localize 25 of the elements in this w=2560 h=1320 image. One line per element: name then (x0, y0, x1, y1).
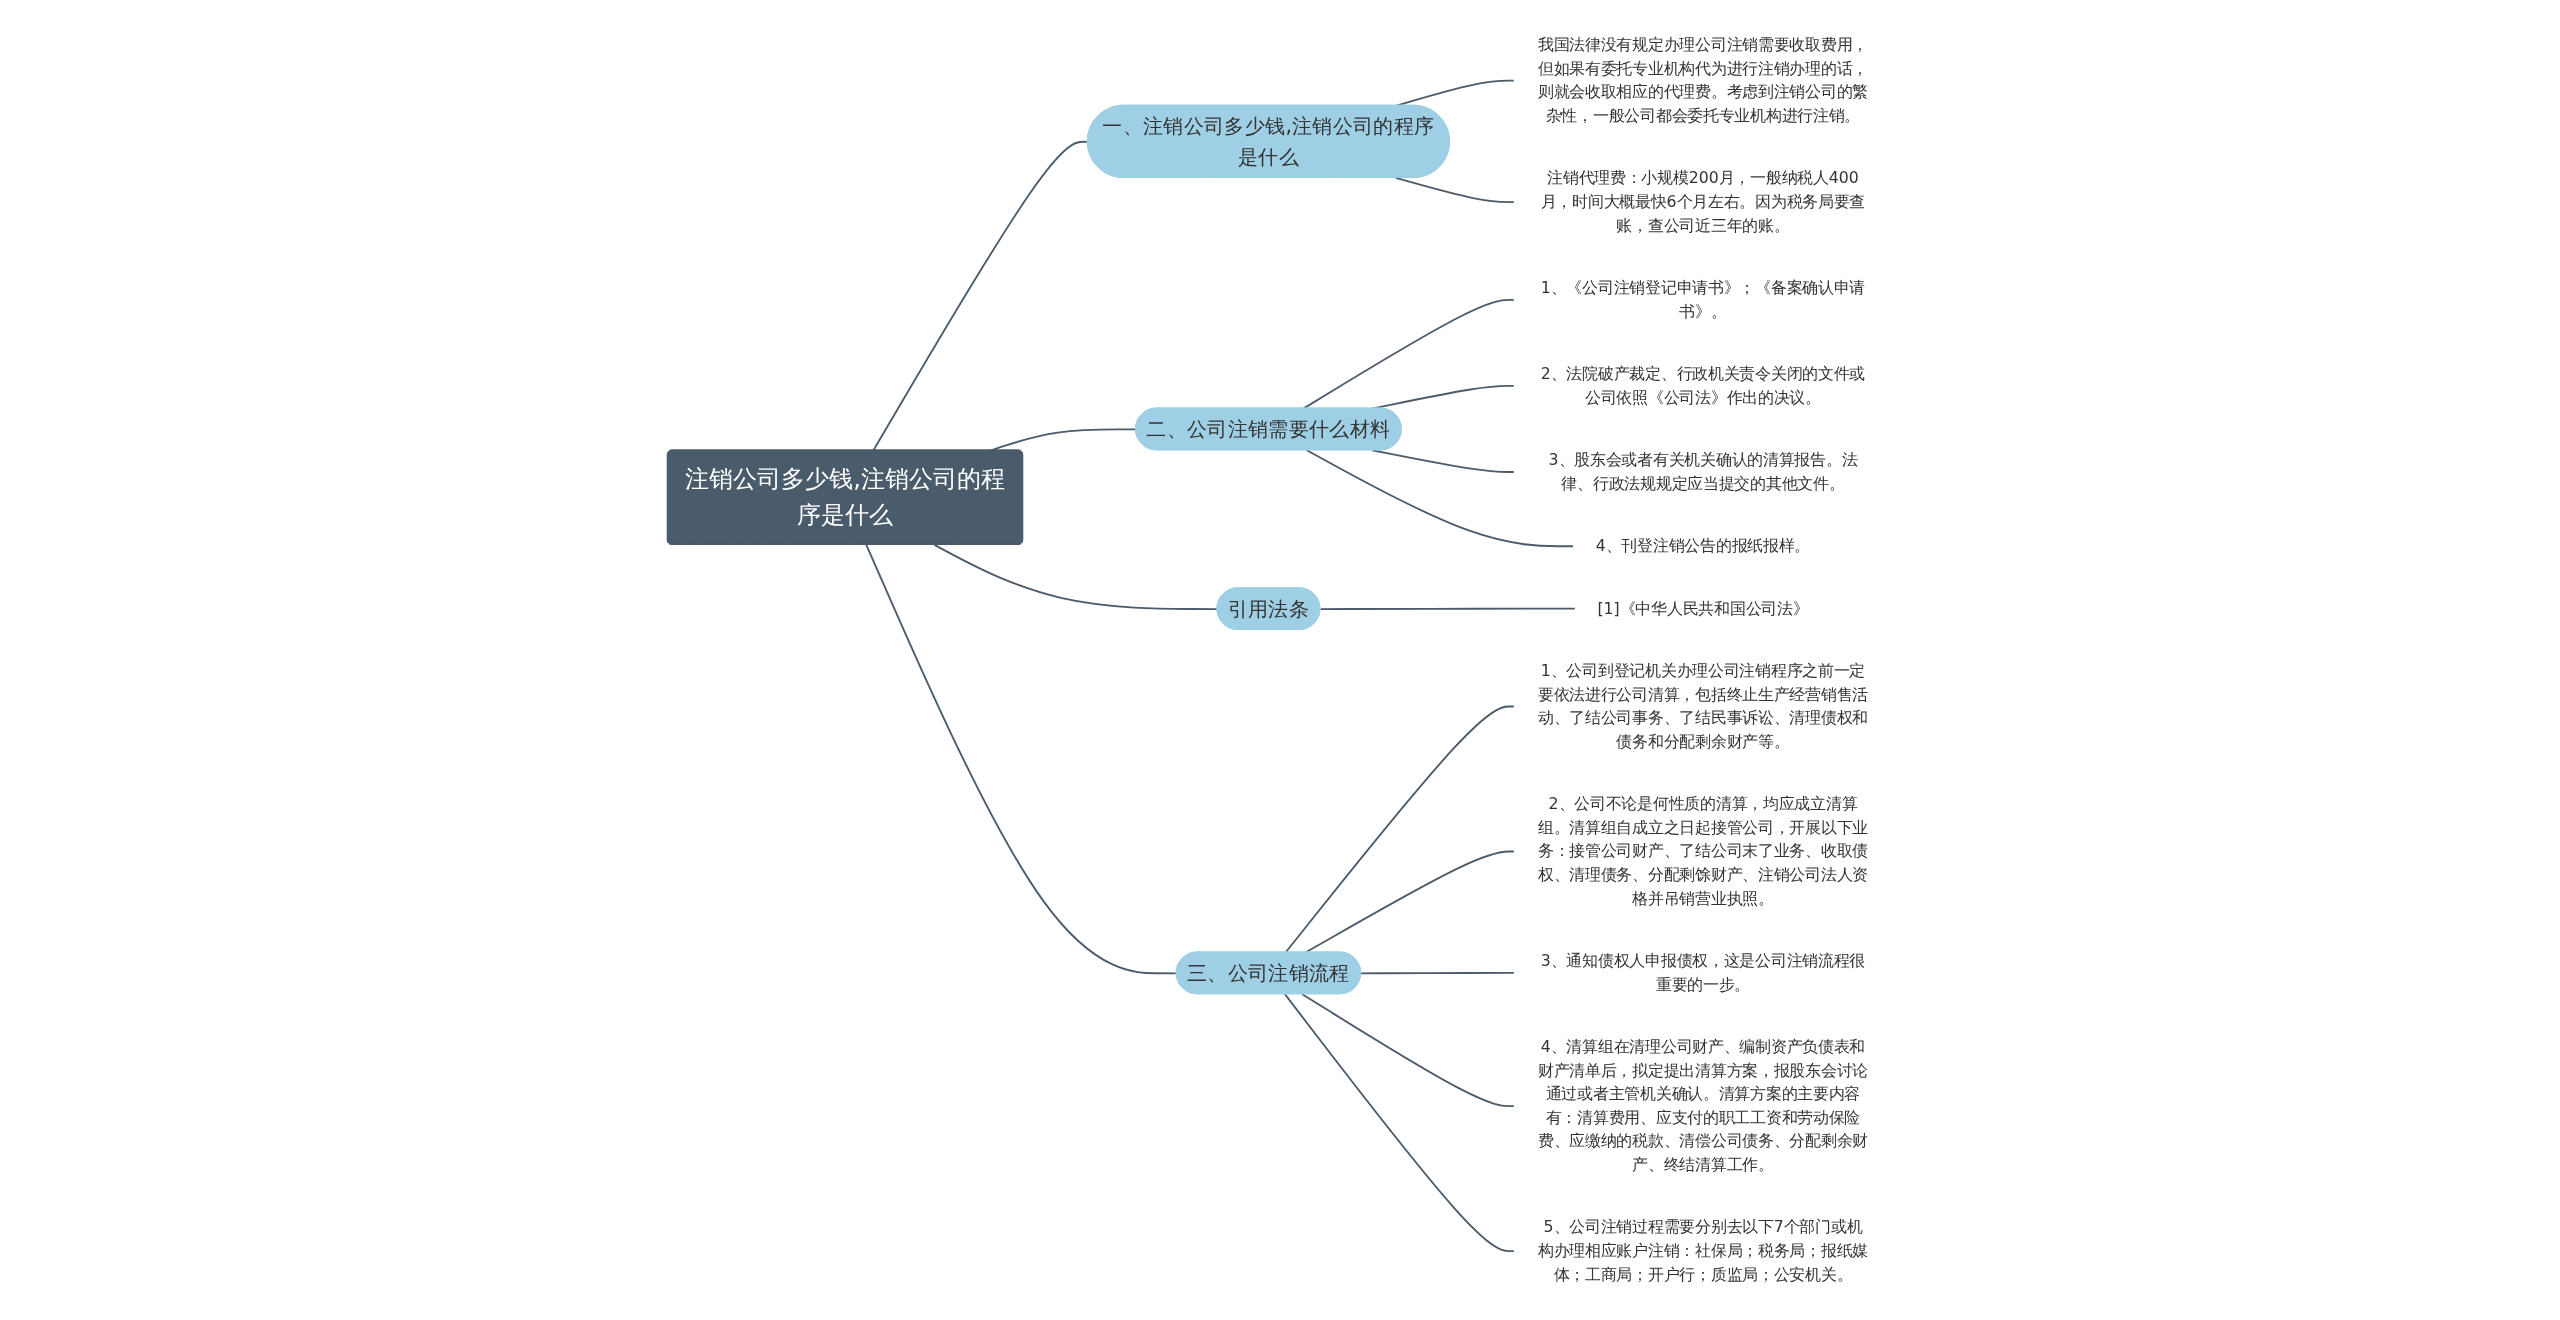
connector (1301, 993, 1516, 1108)
node-text: 3、通知债权人申报债权，这是公司注销流程很重要的一步。 (1541, 951, 1866, 994)
node-text: 5、公司注销过程需要分别去以下7个部门或机构办理相应账户注销：社保局；税务局；报纸媒体；工商局；开户行；质监局；公安机关。 (1538, 1217, 1869, 1284)
node-text: 2、法院破产裁定、行政机关责令关闭的文件或公司依照《公司法》作出的决议。 (1541, 364, 1866, 407)
connector (1395, 177, 1516, 203)
node-text: 3、股东会或者有关机关确认的清算报告。法律、行政法规规定应当提交的其他文件。 (1549, 450, 1858, 493)
node-text: 4、刊登注销公告的报纸报样。 (1596, 536, 1811, 555)
connector (1319, 607, 1577, 611)
node-text: 2、公司不论是何性质的清算，均应成立清算组。清算组自成立之日起接管公司，开展以下业务：接管公司财产、了结公司末了业务、收取债权、清理债务、分配剩馀财产、注销公司法人资格并吊销营业执照。 (1538, 794, 1869, 908)
node-text: 我国法律没有规定办理公司注销需要收取费用，但如果有委托专业机构代为进行注销办理的话，则就会收取相应的代理费。考虑到注销公司的繁杂性，一般公司都会委托专业机构进行注销。 (1538, 35, 1869, 125)
node-text: 1、《公司注销登记申请书》；《备案确认申请书》。 (1541, 278, 1866, 321)
connector (1302, 299, 1516, 410)
connector (933, 544, 1219, 611)
connector (1305, 850, 1516, 954)
node-text: [1]《中华人民共和国公司法》 (1597, 598, 1809, 618)
connector (872, 140, 1090, 452)
connector (1284, 993, 1516, 1253)
connector (1306, 449, 1575, 548)
mind-map-diagram: 注销公司多少钱,注销公司的程序是什么 一、注销公司多少钱,注销公司的程序是什么 我国法律没有规定办理公司注销需要收取费用，但如果有委托专业机构代为进行注销办理的话，则就会收取相应的代理费。考虑到注销公司的繁杂性，一般公司都会委托专业机构进行注销。 注销代理费：小规模200月，一般纳税人400月，时间大概最快6个月左右。因为税务局要查账，查公司近三年的账。 二、公司注销需要什么材料 1、《公司注销登记申请书》；《备案确认申请书》。 2、法院破产裁定、行政机关责令关闭的文件或公司依照《公司法》作出的决议。 3、股东会或者有关机关确认的清算报告。法律、行政法规规定应当提交的其他文件。 4、刊登注销公告的报纸报样。 引用法条 [1]《中华人民共和国公司法》 三、公司注销流程 1、公司到登记机关办理公司注销程序之前一定要依法进行公司清算，包括终止生产经营销售活动、了结公司事务、了结民事诉讼、清理债权和债务和分配剩余财产等。 2、公司不论是何性质的清算，均应成立清算组。清算组自成立之日起接管公司，开展以下业务：接管公司财产、了结公司末了业务、收取债权、清理债务、分配剩馀财产、注销公司法人资格并吊销营业执照。 3、通知债权人申报债权，这是公司注销流程很重要的一步。 4、清算组在清理公司财产、编制资产负债表和财产清单后，拟定提出清算方案，报股东会讨论通过或者主管机关确认。清算方案的主要内容有：清算费用、应支付的职工工资和劳动保险费、应缴纳的税款、清偿公司债务、分配剩余财产、终结清算工作。 5、公司注销过程需要分别去以下7个部门或机构办理相应账户注销：社保局；税务局；报纸媒体；工商局；开户行；质监局；公安机关。 (660, 15, 1900, 1305)
node-text: 4、清算组在清理公司财产、编制资产负债表和财产清单后，拟定提出清算方案，报股东会讨论通过或者主管机关确认。清算方案的主要内容有：清算费用、应支付的职工工资和劳动保险费、应缴纳的税款、清偿公司债务、分配剩余财产、终结清算工作。 (1538, 1037, 1869, 1174)
connector (1360, 971, 1516, 975)
node-text: 注销代理费：小规模200月，一般纳税人400月，时间大概最快6个月左右。因为税务局要查账，查公司近三年的账。 (1541, 168, 1866, 235)
connector (1285, 705, 1516, 954)
connector (1371, 449, 1516, 473)
node-text: 1、公司到登记机关办理公司注销程序之前一定要依法进行公司清算，包括终止生产经营销售活动、了结公司事务、了结民事诉讼、清理债权和债务和分配剩余财产等。 (1538, 661, 1869, 751)
